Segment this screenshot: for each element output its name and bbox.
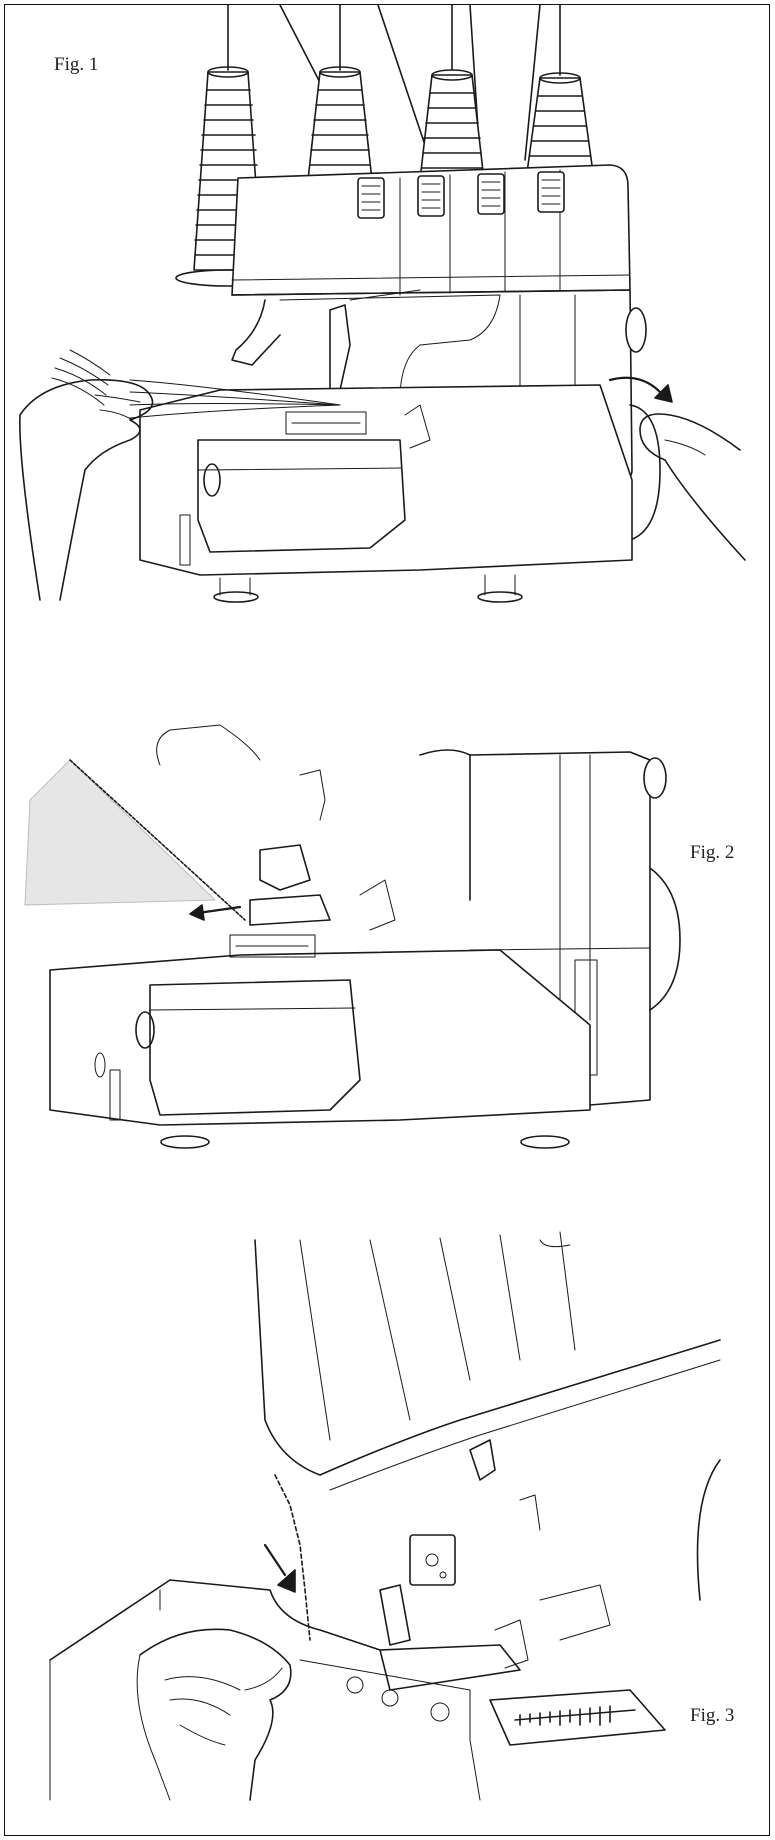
fig1-thread-4 (377, 4, 431, 161)
fig1-needle-arm (231, 299, 281, 366)
fig1-needle-plate (285, 411, 367, 435)
fig3-label: Fig. 3 (690, 1705, 735, 1726)
fig1-cone-2 (307, 66, 373, 181)
fig1-front-cover (197, 439, 406, 553)
fig1-foot-left (213, 591, 259, 603)
fig1-serger-threading-illustration (19, 4, 746, 603)
fig1-label: Fig. 1 (54, 54, 99, 75)
fig1-right-hand (639, 413, 746, 561)
fig1-tension-dials (357, 171, 565, 219)
fig1-left-hand (19, 378, 154, 601)
fig1-side-knob (203, 463, 221, 497)
fig1-presser-foot-bar (329, 304, 351, 391)
fig1-cone-3 (419, 69, 485, 181)
page-border (4, 4, 770, 1836)
fig1-foot-right (477, 591, 523, 603)
fig1-cone-4 (525, 72, 595, 181)
fig1-knob (625, 307, 647, 353)
fig1-handwheel (629, 404, 661, 541)
fig2-label: Fig. 2 (690, 842, 735, 863)
fig1-thread-7 (524, 4, 541, 161)
fig1-machine-top-cover (231, 164, 631, 296)
fig1-rotation-arrow (608, 376, 662, 394)
